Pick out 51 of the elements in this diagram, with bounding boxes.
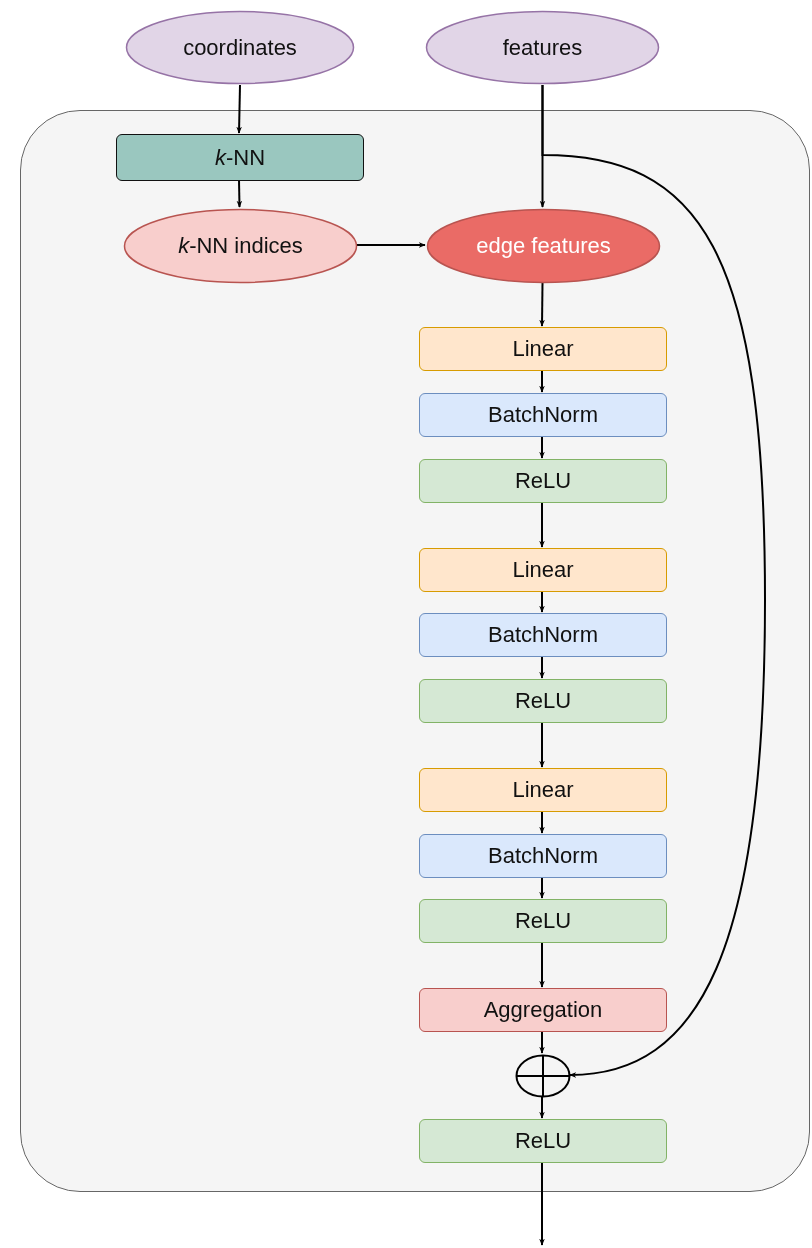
layer-box [419,548,667,592]
layer-box [419,679,667,723]
node-label: Linear [512,336,574,362]
node-label: Linear [512,557,574,583]
layer-box [419,988,667,1032]
arrow [539,1030,545,1054]
arrow [539,721,545,768]
arrow [539,435,545,459]
layer-box [419,768,667,812]
node-label: k-NN indices [178,233,303,259]
arrow [539,282,545,327]
arrow [236,84,242,134]
layer-box [419,393,667,437]
node-label: ReLU [514,1128,572,1154]
node-label: ReLU [514,908,572,934]
node-label: Linear [512,777,574,803]
layer-box [419,899,667,943]
node-label: Aggregation [483,997,603,1023]
oval-node [123,208,358,284]
node-label: k-NN [214,144,266,171]
arrow [539,501,545,548]
arrow [539,369,545,393]
layer-box [419,327,667,371]
module-container [20,110,810,1192]
node-label: BatchNorm [487,843,598,869]
arrow [356,242,426,248]
layer-box [419,459,667,503]
arrow [539,941,545,988]
node-label: BatchNorm [487,622,598,648]
oval-node [426,208,661,284]
node-label: edge features [476,233,611,259]
arrow [541,84,766,1078]
node-label: features [502,34,583,61]
oval-node [425,10,660,85]
node-label: ReLU [514,468,572,494]
layer-box [419,834,667,878]
arrow [236,179,243,208]
layer-box [419,613,667,657]
arrow [539,810,545,834]
arrow [539,590,545,613]
arrow [539,1161,545,1246]
sum-circle [515,1054,571,1098]
layer-box [419,1119,667,1163]
arrow [539,1096,545,1119]
process-box [116,134,364,181]
node-label: BatchNorm [487,402,598,428]
arrow [539,655,545,679]
node-label: coordinates [183,34,297,61]
node-label: ReLU [514,688,572,714]
arrow [539,876,545,899]
oval-node [125,10,355,85]
